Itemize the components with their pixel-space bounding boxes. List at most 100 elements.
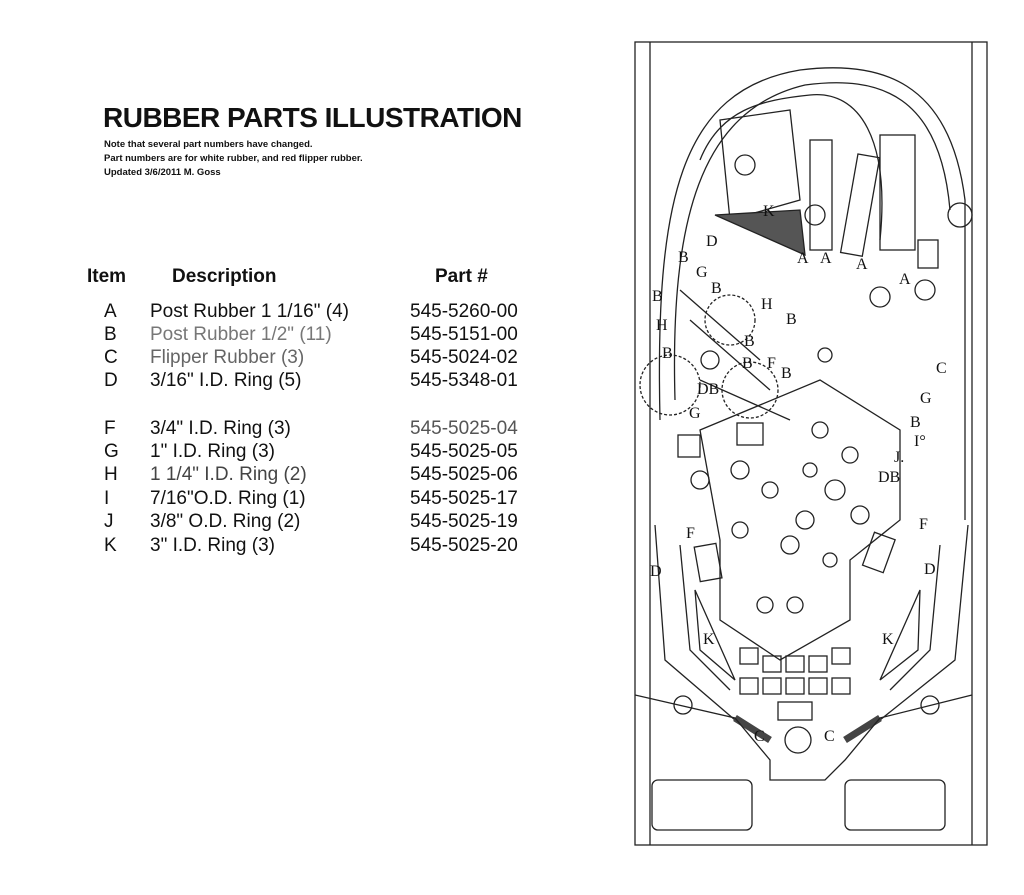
target	[861, 531, 896, 574]
column-header-part: Part #	[435, 266, 488, 287]
diagram-label: I°	[914, 433, 926, 450]
post	[914, 279, 936, 301]
column-header-item: Item	[87, 266, 127, 287]
diagram-label: B	[742, 355, 753, 372]
lane-guide	[839, 153, 881, 258]
center-playfield	[699, 379, 901, 661]
inner-rail	[673, 82, 951, 401]
item-letter: K	[104, 535, 117, 556]
diagram-label: D	[924, 561, 936, 578]
diagram-label: C	[936, 360, 947, 377]
diagram-label: J.	[894, 449, 904, 466]
item-letter: H	[104, 464, 118, 485]
diagram-label: F	[919, 516, 928, 533]
apron-card-right	[844, 779, 946, 831]
table-row: K 3" I.D. Ring (3) 545-5025-20	[0, 535, 560, 559]
item-letter: J	[104, 511, 114, 532]
table-row: H 1 1/4" I.D. Ring (2) 545-5025-06	[0, 464, 560, 488]
inlanes	[679, 544, 941, 691]
diagram-label: K	[703, 631, 715, 648]
part-number: 545-5024-02	[410, 347, 518, 368]
diagram-label: B	[662, 345, 673, 362]
diagram-label: H	[761, 296, 773, 313]
diagram-label: G	[689, 405, 701, 422]
inserts	[690, 347, 870, 614]
post	[947, 202, 973, 228]
diagram-labels: K D B G B A A A A H B B H B B B F B DB G…	[650, 203, 947, 745]
diagram-label: B	[711, 280, 722, 297]
diagram-label: B	[786, 311, 797, 328]
item-description: 1" I.D. Ring (3)	[150, 441, 276, 462]
part-number: 545-5348-01	[410, 370, 518, 391]
diagram-label: G	[920, 390, 932, 407]
item-description: Flipper Rubber (3)	[150, 347, 305, 368]
diagram-label: B	[910, 414, 921, 431]
item-description: 3" I.D. Ring (3)	[150, 535, 276, 556]
part-number: 545-5260-00	[410, 301, 518, 322]
item-description: 1 1/4" I.D. Ring (2)	[150, 464, 307, 485]
note-line: Part numbers are for white rubber, and r…	[104, 153, 363, 164]
table-row: A Post Rubber 1 1/16" (4) 545-5260-00	[0, 301, 560, 325]
item-letter: B	[104, 324, 117, 345]
target	[677, 434, 701, 458]
target	[693, 542, 723, 583]
drop-targets	[879, 134, 916, 251]
bumper	[639, 354, 701, 416]
target	[736, 422, 764, 446]
ramp	[699, 94, 883, 241]
diagram-label: D	[650, 563, 662, 580]
diagram-label: B	[781, 365, 792, 382]
diagram-label: A	[899, 271, 911, 288]
part-number: 545-5151-00	[410, 324, 518, 345]
post	[804, 204, 826, 226]
diagram-label: F	[686, 525, 695, 542]
part-number: 545-5025-05	[410, 441, 518, 462]
diagram-label: H	[656, 317, 668, 334]
item-description: 3/16" I.D. Ring (5)	[150, 370, 302, 391]
apron-card-left	[651, 779, 753, 831]
slingshots	[694, 589, 921, 681]
diagram-label: A	[820, 250, 832, 267]
diagram-label: G	[696, 264, 708, 281]
column-header-description: Description	[172, 266, 277, 287]
diagram-label: K	[763, 203, 775, 220]
page-title: RUBBER PARTS ILLUSTRATION	[103, 102, 522, 133]
post	[920, 695, 940, 715]
item-letter: F	[104, 418, 116, 439]
apron	[634, 694, 973, 781]
note-line: Note that several part numbers have chan…	[104, 139, 313, 150]
item-letter: D	[104, 370, 118, 391]
diagram-label: D	[706, 233, 718, 250]
target	[917, 239, 939, 269]
part-number: 545-5025-04	[410, 418, 518, 439]
scoop	[734, 154, 756, 176]
part-number: 545-5025-06	[410, 464, 518, 485]
item-letter: I	[104, 488, 110, 509]
diagram-label: K	[882, 631, 894, 648]
item-letter: C	[104, 347, 118, 368]
post	[869, 286, 891, 308]
drop-target-bank	[809, 139, 833, 251]
guide-rails	[679, 289, 791, 421]
drain-post	[784, 726, 812, 754]
diagram-label: A	[797, 250, 809, 267]
item-letter: A	[104, 301, 117, 322]
item-description: 3/8" O.D. Ring (2)	[150, 511, 301, 532]
diagram-label: DB	[878, 469, 900, 486]
bumper	[721, 361, 779, 419]
diagram-label: B	[744, 333, 755, 350]
part-number: 545-5025-20	[410, 535, 518, 556]
playfield-outline	[634, 41, 988, 846]
outer-rail	[658, 67, 966, 520]
bonus-inserts	[739, 647, 851, 721]
diagram-label: DB	[697, 381, 719, 398]
note-line: Updated 3/6/2011 M. Goss	[104, 167, 221, 178]
item-description: Post Rubber 1 1/16" (4)	[150, 301, 349, 322]
table-row: C Flipper Rubber (3) 545-5024-02	[0, 347, 560, 371]
